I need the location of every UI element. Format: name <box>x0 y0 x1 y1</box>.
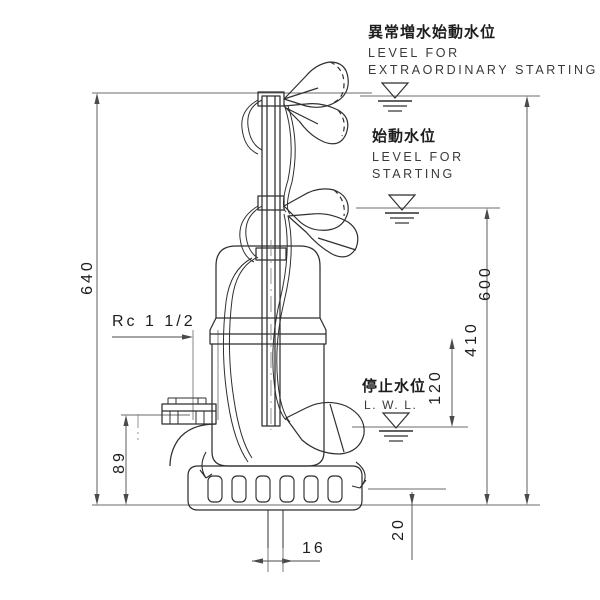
wl-symbol-starting <box>385 194 419 224</box>
label-extraordinary-en2: EXTRAORDINARY STARTING <box>368 63 598 77</box>
dim-low-water-gap: 120 <box>427 369 444 405</box>
label-lwl-jp: 停止水位 <box>362 377 427 395</box>
label-starting-en1: LEVEL FOR <box>372 150 464 164</box>
dim-right-total: 600 <box>477 265 494 301</box>
label-extraordinary-jp: 異常増水始動水位 <box>368 23 497 41</box>
pump-flange-band <box>209 317 327 345</box>
pump-outline <box>137 61 367 548</box>
float-switch-second <box>283 103 349 145</box>
float-switch-lower <box>285 401 365 455</box>
wl-symbol-lwl <box>379 412 413 442</box>
label-lwl-en1: L. W. L. <box>364 398 418 412</box>
pump-base-strainer <box>187 465 363 511</box>
dim-base-thickness: 20 <box>390 517 407 541</box>
dim-discharge-height: 89 <box>111 450 128 474</box>
pump-motor-top <box>215 245 321 318</box>
wl-symbol-extraordinary <box>378 82 412 112</box>
float-cables <box>222 99 296 463</box>
annotation-thread-spec: Rc 1 1/2 <box>112 313 196 330</box>
dim-base-offset: 16 <box>302 540 326 557</box>
label-starting-jp: 始動水位 <box>372 127 437 145</box>
float-switch-fourth <box>287 213 359 258</box>
strainer-slots <box>207 475 343 503</box>
float-switch-upper <box>283 61 349 108</box>
label-extraordinary-en1: LEVEL FOR <box>368 46 460 60</box>
float-switch-third <box>283 188 349 231</box>
flow-arrow-right <box>355 461 366 489</box>
dim-overall-height: 640 <box>79 259 96 295</box>
discharge-elbow <box>169 423 217 467</box>
water-level-symbols <box>378 82 419 442</box>
dim-right-mid: 410 <box>463 321 480 357</box>
pump-mast <box>261 95 281 427</box>
mast-clamp-mid <box>257 195 285 211</box>
label-starting-en2: STARTING <box>372 167 455 181</box>
dimension-lines <box>92 92 540 572</box>
